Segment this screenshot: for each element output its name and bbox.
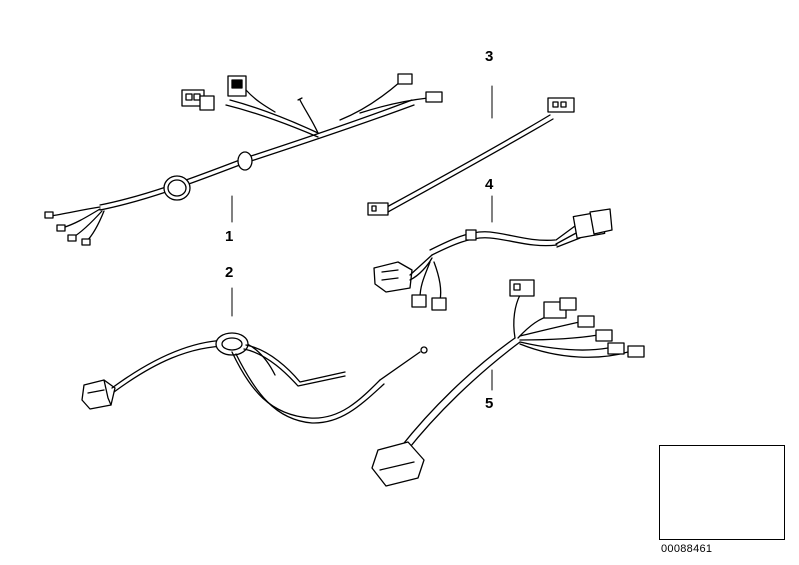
callout-3: 3 [485,48,494,65]
callout-1: 1 [225,228,234,245]
harness-part-3 [367,85,575,216]
callout-2: 2 [225,264,234,281]
reference-number: 00088461 [661,543,713,555]
callout-5: 5 [485,395,494,412]
harness-part-4 [373,195,613,311]
harness-part-1 [44,73,443,246]
callout-4: 4 [485,176,494,193]
harness-part-5 [371,279,645,487]
locator-frame [659,445,785,540]
harness-part-2 [81,287,428,424]
